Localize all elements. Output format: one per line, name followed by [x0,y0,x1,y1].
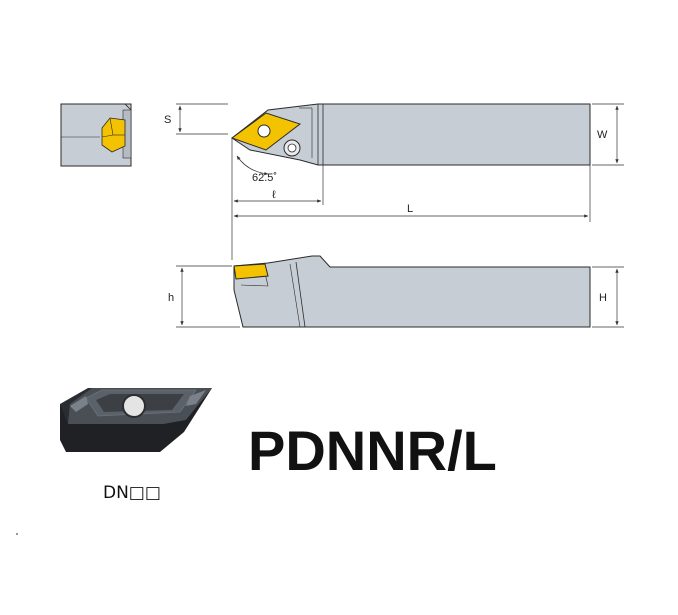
insert-side-view [233,263,269,280]
label-ell: ℓ [272,189,276,201]
label-angle: 62.5˚ [252,172,277,184]
product-code: PDNNR/L [248,419,497,482]
label-s: S [164,114,171,126]
top-view-dimensions: S W 62.5˚ ℓ L [164,103,624,260]
label-h-small: h [168,292,174,304]
side-view [233,255,591,328]
label-length: L [407,203,413,215]
insert-photo [60,388,212,452]
label-w: W [597,129,608,141]
end-view [60,103,132,167]
label-h-large: H [599,292,607,304]
top-view [230,103,591,166]
side-view-dimensions: h H [168,265,624,328]
insert-code: DN□□ [103,483,161,503]
stray-dot [16,533,18,535]
insert-hole [257,124,271,138]
